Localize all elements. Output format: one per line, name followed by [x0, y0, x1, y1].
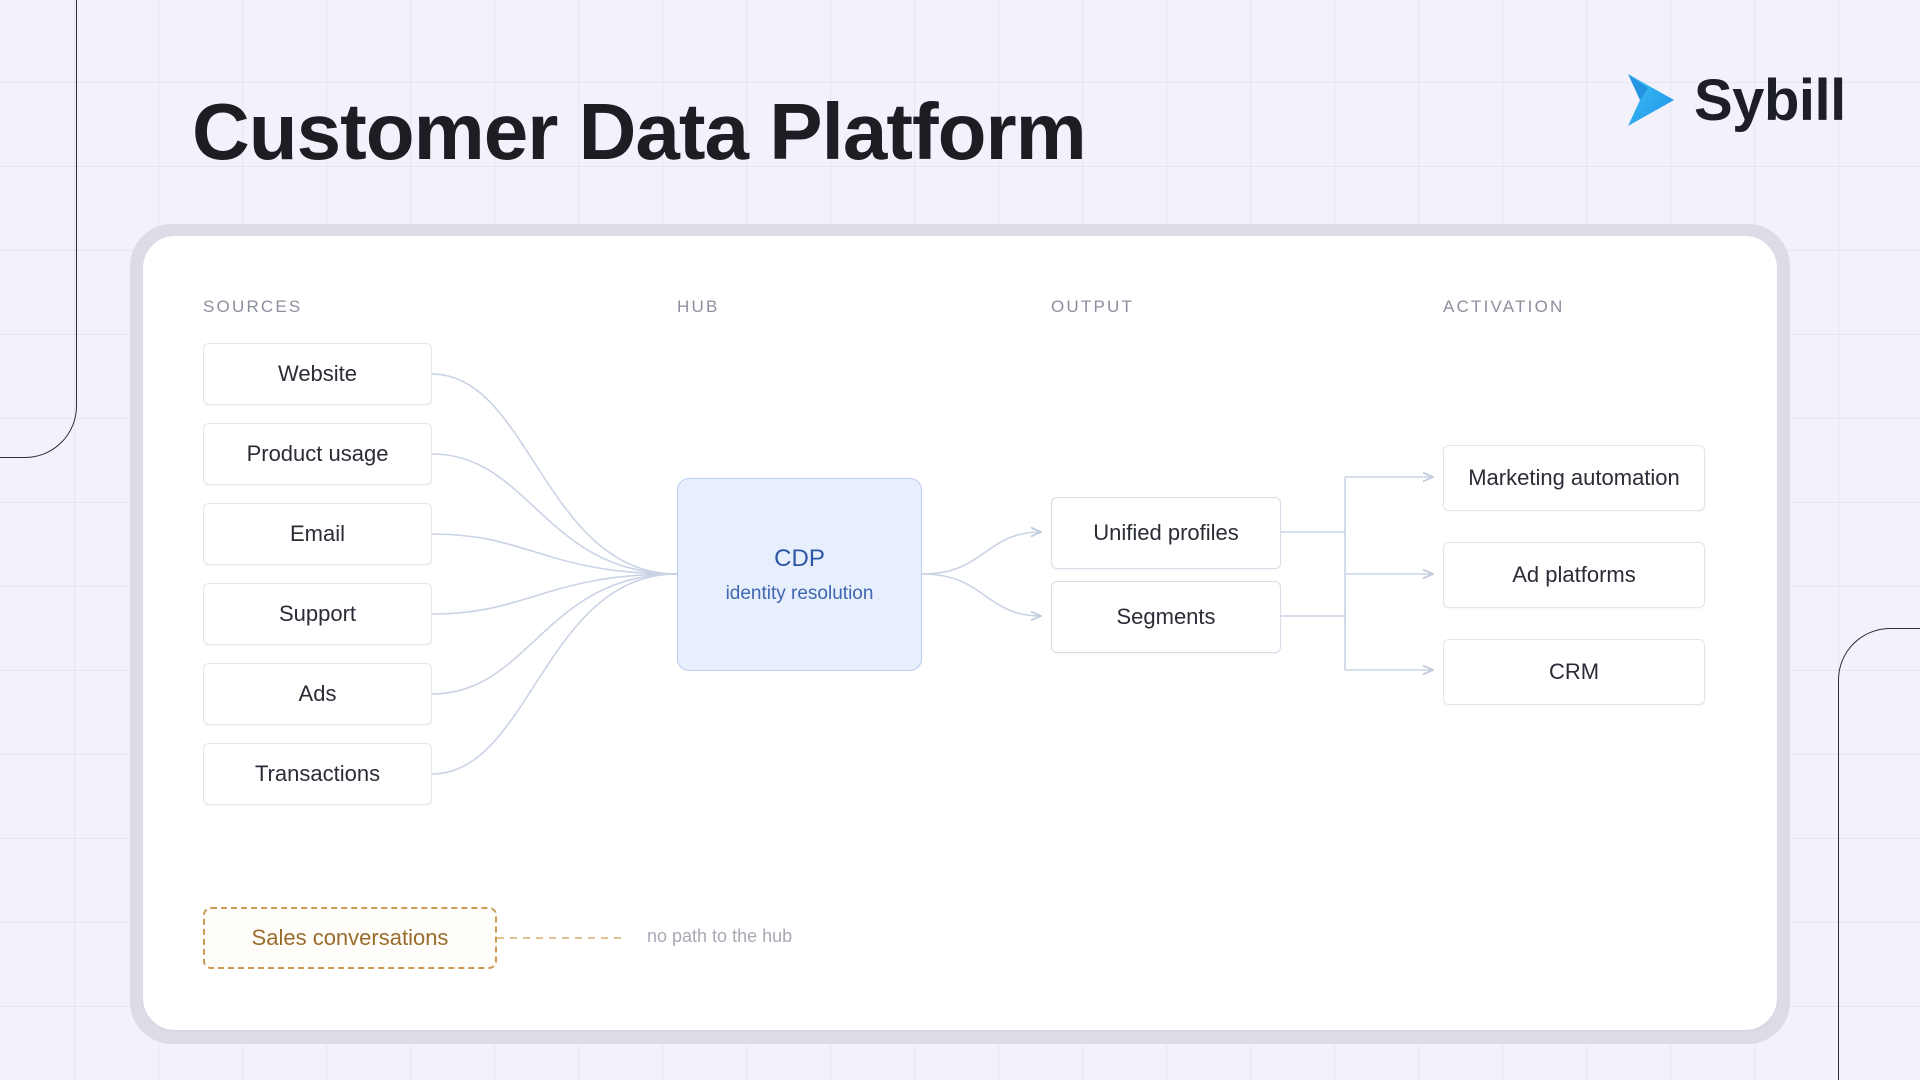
hub-cdp: CDP identity resolution: [677, 478, 922, 671]
decorative-corner-bottom-right: [1838, 628, 1920, 1080]
column-header-output: OUTPUT: [1051, 297, 1135, 316]
source-support: Support: [203, 583, 432, 645]
output-segments: Segments: [1051, 581, 1281, 653]
source-website: Website: [203, 343, 432, 405]
hub-subtitle: identity resolution: [725, 582, 874, 604]
edge-email-to-cdp: [431, 533, 678, 575]
edge-ads-to-cdp: [431, 573, 678, 695]
source-email: Email: [203, 503, 432, 565]
activation-crm: CRM: [1443, 639, 1705, 705]
column-header-sources: SOURCES: [203, 297, 303, 316]
edge-product-usage-to-cdp: [431, 453, 678, 575]
source-ads: Ads: [203, 663, 432, 725]
edge-cdp-to-segments: [921, 573, 1041, 616]
source-transactions: Transactions: [203, 743, 432, 805]
brand-name: Sybill: [1694, 67, 1846, 133]
output-unified-profiles: Unified profiles: [1051, 497, 1281, 569]
orphan-sales-conversations: Sales conversations: [203, 907, 497, 969]
source-product-usage: Product usage: [203, 423, 432, 485]
activation-marketing-automation: Marketing automation: [1443, 445, 1705, 511]
orphan-note: no path to the hub: [647, 926, 793, 946]
column-header-activation: ACTIVATION: [1443, 297, 1565, 316]
edge-support-to-cdp: [431, 573, 678, 615]
activation-ad-platforms: Ad platforms: [1443, 542, 1705, 608]
hub-title: CDP: [774, 544, 825, 572]
sybill-logo-icon: [1628, 74, 1674, 126]
edge-cdp-to-unified-profiles: [921, 532, 1041, 575]
edge-transactions-to-cdp: [431, 573, 678, 775]
brand-logo: Sybill: [1618, 67, 1846, 133]
edge-website-to-cdp: [431, 373, 678, 575]
page-title: Customer Data Platform: [192, 87, 1087, 176]
column-header-hub: HUB: [677, 297, 720, 316]
